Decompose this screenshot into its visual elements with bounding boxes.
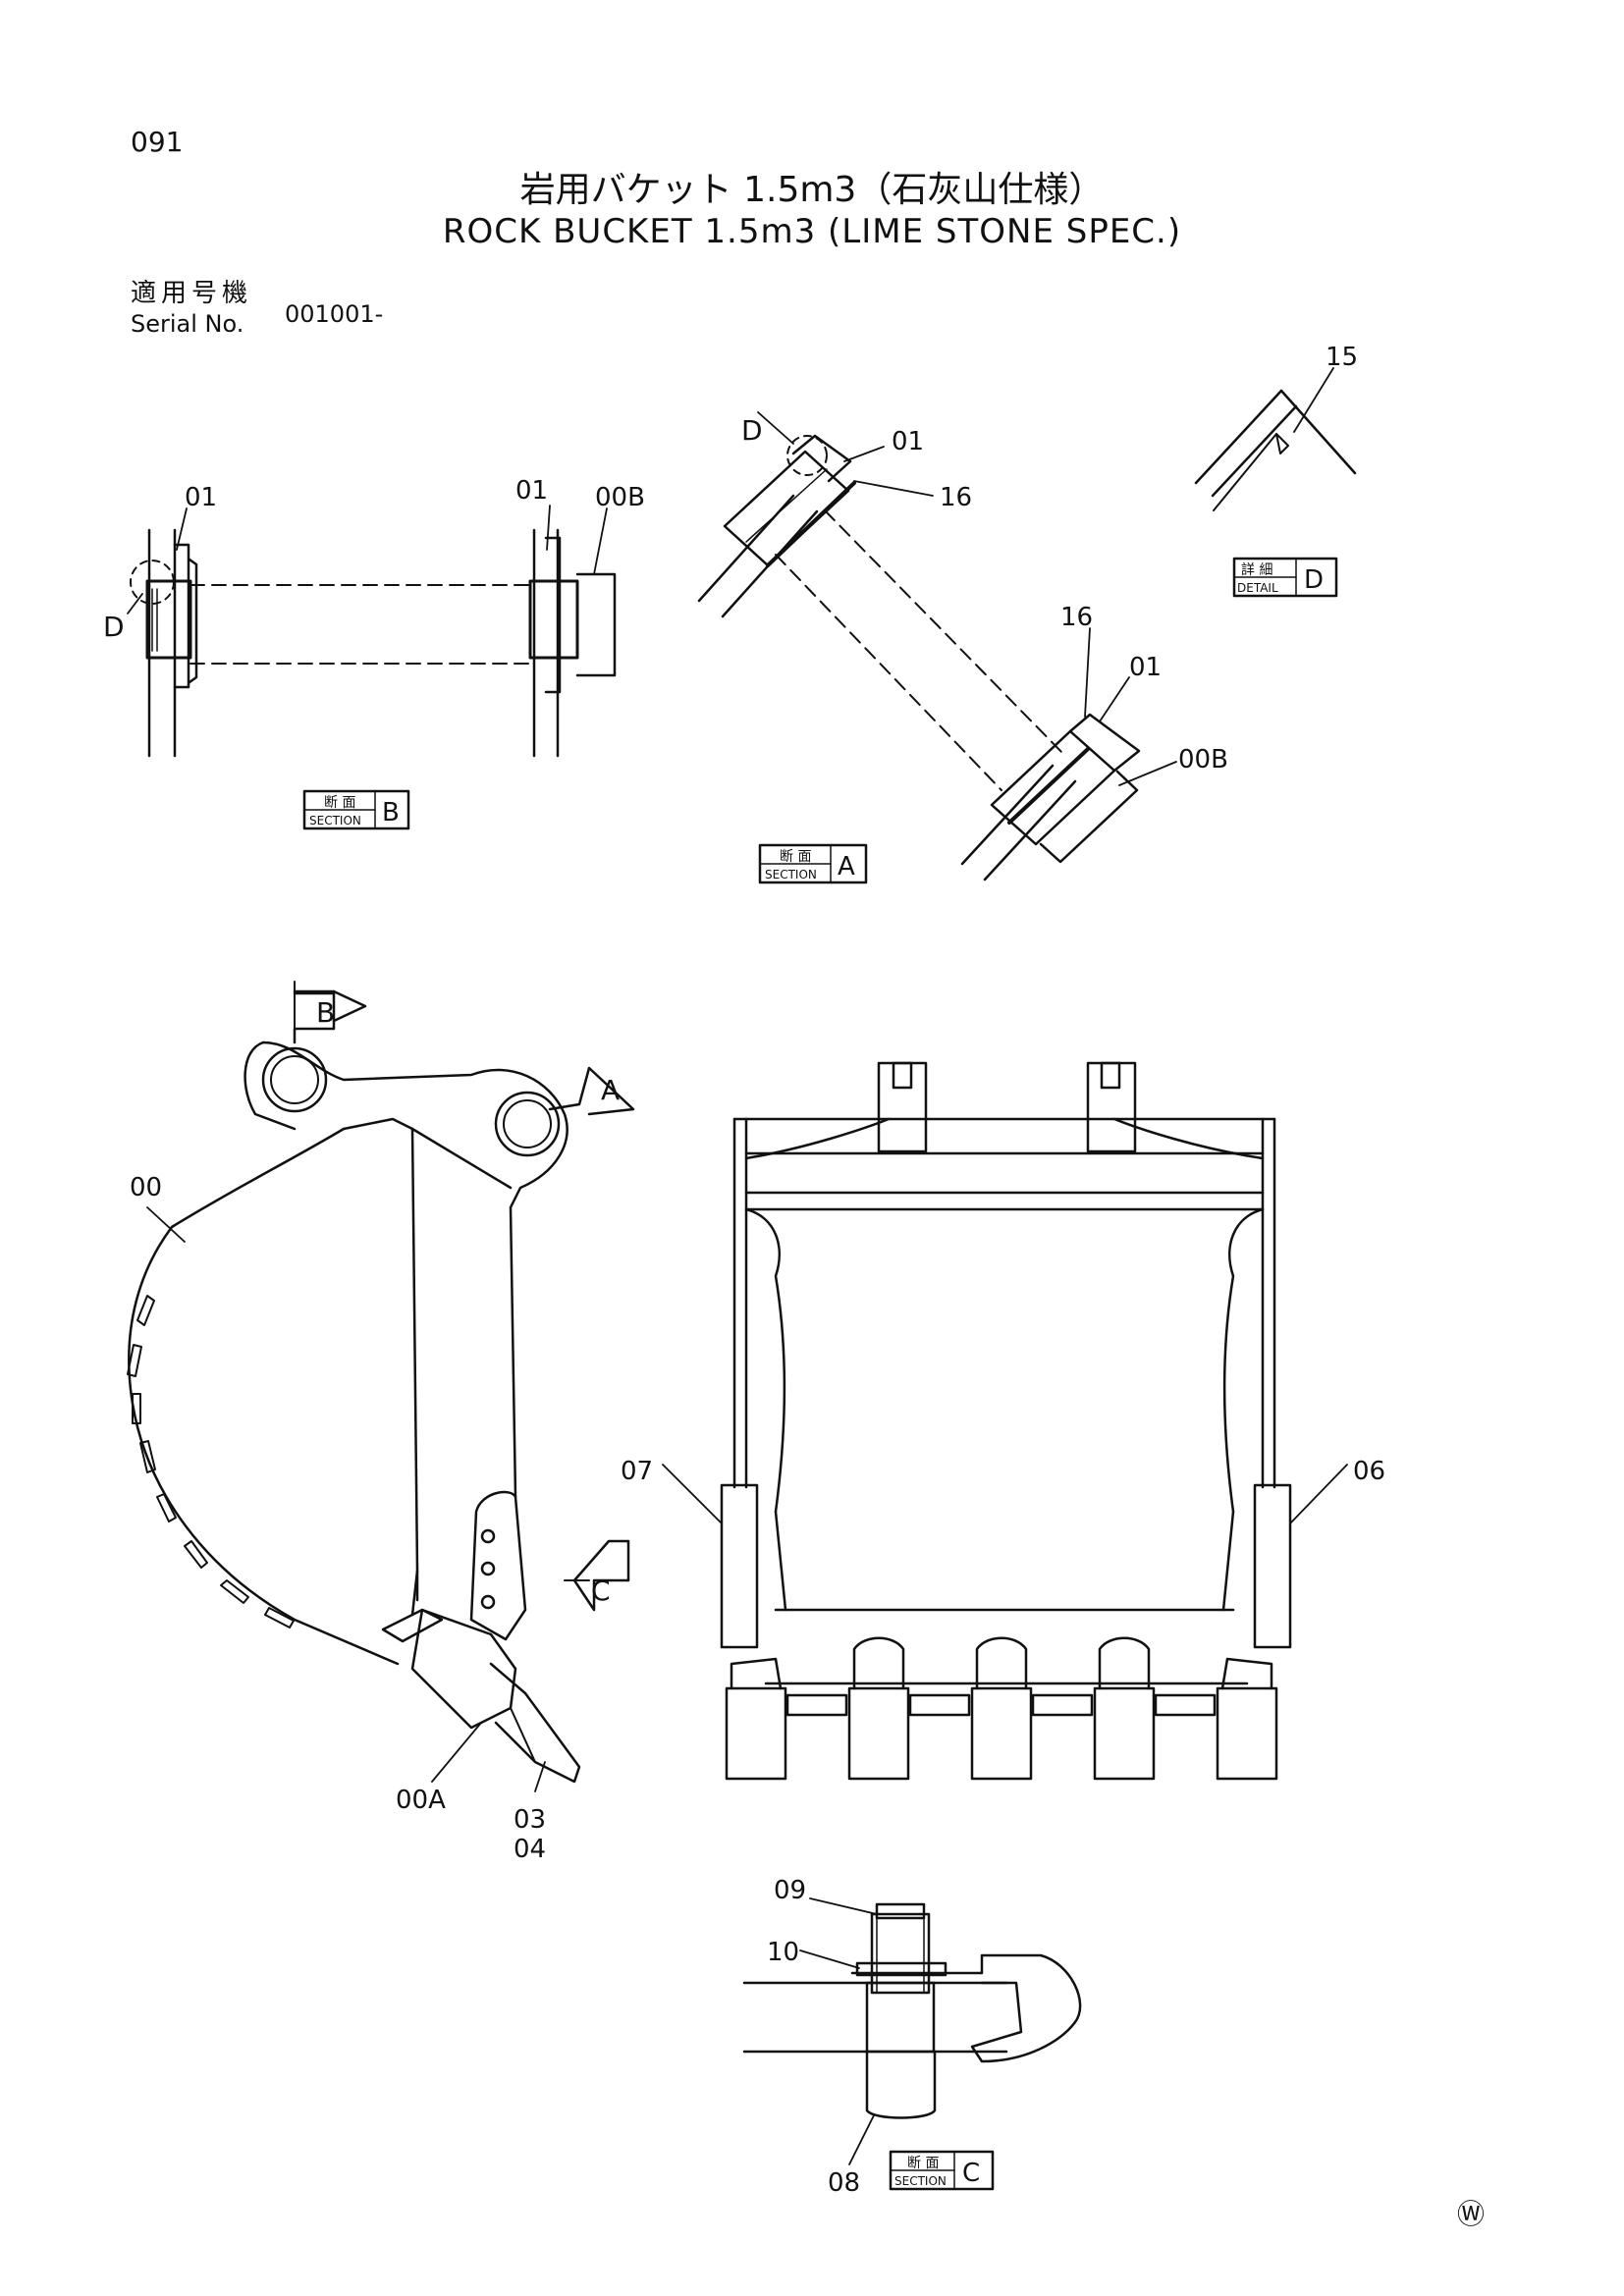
page-number: 091: [131, 126, 184, 158]
callout-01-left: 01: [185, 483, 217, 512]
view-arrow-b: B: [316, 996, 335, 1029]
section-a-en: SECTION: [765, 868, 817, 881]
callout-00b-b: 00B: [595, 483, 645, 512]
callout-07: 07: [621, 1457, 653, 1486]
callout-03: 03: [514, 1805, 546, 1835]
callout-01-a-top: 01: [892, 427, 924, 456]
callout-16-a-top: 16: [940, 483, 972, 512]
section-b-letter: B: [382, 798, 400, 828]
callout-view-d-a: D: [741, 414, 763, 447]
view-arrow-c: C: [591, 1575, 611, 1607]
callout-00a: 00A: [396, 1786, 446, 1815]
callout-00b-a: 00B: [1178, 745, 1228, 774]
detail-d-jp: 詳 細: [1241, 562, 1272, 578]
callout-10: 10: [767, 1938, 799, 1967]
detail-d-en: DETAIL: [1237, 581, 1278, 595]
section-c-jp: 断 面: [907, 2156, 939, 2171]
section-c-en: SECTION: [894, 2174, 947, 2188]
title-japanese: 岩用バケット 1.5m3（石灰山仕様）: [519, 170, 1105, 210]
callout-08: 08: [828, 2168, 860, 2198]
callout-04: 04: [514, 1835, 546, 1864]
bucket-side-view: B C A 00: [127, 981, 635, 1864]
bucket-front-view: 07 06: [621, 1061, 1385, 1781]
section-b-view: D 01 01 00B 断 面 SECTION B: [103, 476, 645, 830]
callout-view-d: D: [103, 611, 125, 643]
callout-01-a-bottom: 01: [1129, 653, 1162, 682]
section-c-view: 09 10 08 断 面 SECTION C: [742, 1876, 1082, 2198]
section-b-en: SECTION: [309, 814, 361, 828]
callout-06: 06: [1353, 1457, 1385, 1486]
callout-15: 15: [1326, 343, 1358, 372]
callout-01-right: 01: [515, 476, 548, 506]
view-arrow-a: A: [601, 1074, 620, 1106]
section-b-jp: 断 面: [324, 795, 355, 811]
callout-00: 00: [130, 1173, 162, 1202]
callout-09: 09: [774, 1876, 806, 1905]
section-c-letter: C: [962, 2159, 980, 2188]
serial-number-value: 001001-: [285, 300, 384, 328]
section-a-letter: A: [838, 852, 855, 881]
serial-label-japanese: 適用号機: [131, 279, 253, 308]
serial-label-english: Serial No.: [131, 310, 244, 338]
section-a-jp: 断 面: [780, 849, 811, 865]
section-a-view: D 01 16 16 01 00B 断 面 SECTION A: [697, 411, 1228, 884]
corner-mark: Ⓦ: [1457, 2198, 1486, 2230]
detail-d-letter: D: [1304, 565, 1324, 595]
detail-d-view: 15 詳 細 DETAIL D: [1194, 343, 1358, 598]
callout-16-a-bottom: 16: [1060, 603, 1093, 632]
title-english: ROCK BUCKET 1.5m3 (LIME STONE SPEC.): [442, 212, 1182, 251]
